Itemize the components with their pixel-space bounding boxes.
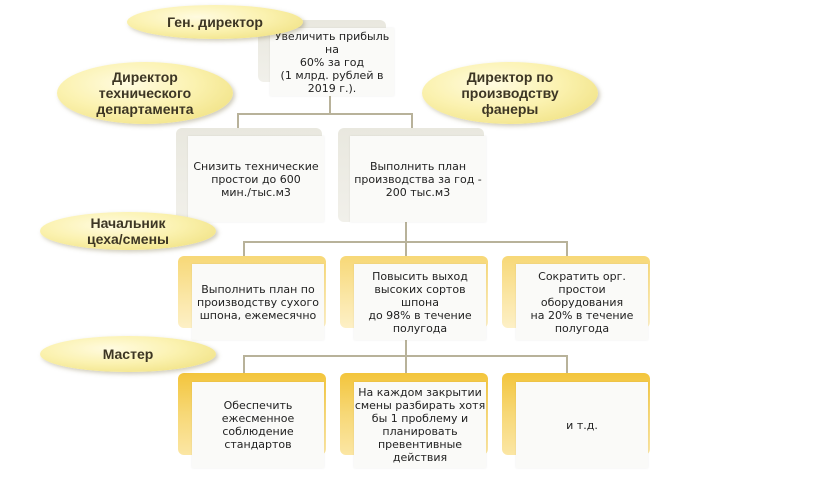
goal-box-shop-1: Выполнить план по производству сухого шп… [192, 264, 324, 340]
goal-text-shop-2: Повысить выход высоких сортов шпона до 9… [368, 269, 472, 335]
goal-text-master-3: и т.д. [566, 418, 598, 432]
connector [566, 241, 568, 256]
goal-box-plywood: Выполнить план производства за год - 200… [350, 136, 486, 222]
role-label-plywood-director: Директор по производству фанеры [461, 69, 559, 117]
goal-text-ceo: Увеличить прибыль на 60% за год (1 млрд.… [274, 29, 390, 95]
role-tech-director: Директор технического департамента [57, 62, 233, 124]
role-label-tech-director: Директор технического департамента [96, 69, 194, 117]
goal-box-master-2: На каждом закрытии смены разбирать хотя … [354, 382, 486, 468]
goal-box-shop-3: Сократить орг. простои оборудования на 2… [516, 264, 648, 340]
connector [405, 355, 407, 373]
goal-box-shop-2: Повысить выход высоких сортов шпона до 9… [354, 264, 486, 340]
goal-text-master-2: На каждом закрытии смены разбирать хотя … [354, 386, 486, 464]
goal-text-tech: Снизить технические простои до 600 мин./… [193, 159, 319, 199]
role-label-master: Мастер [102, 346, 154, 362]
goal-text-master-1: Обеспечить ежесменное соблюдение стандар… [221, 399, 295, 451]
role-master: Мастер [40, 336, 216, 372]
role-label-shop-head: Начальник цеха/смены [86, 215, 169, 247]
connector [237, 113, 239, 130]
connector [329, 96, 331, 114]
connector [405, 241, 407, 256]
goal-box-ceo: Увеличить прибыль на 60% за год (1 млрд.… [270, 28, 394, 96]
goal-text-shop-1: Выполнить план по производству сухого шп… [197, 282, 319, 322]
role-label-ceo: Ген. директор [167, 14, 263, 30]
connector [405, 340, 407, 356]
connector [411, 113, 413, 130]
connector [237, 113, 413, 115]
role-ceo: Ген. директор [127, 5, 303, 39]
goal-text-plywood: Выполнить план производства за год - 200… [354, 159, 482, 199]
role-plywood-director: Директор по производству фанеры [422, 62, 598, 124]
connector [405, 222, 407, 242]
goal-box-tech: Снизить технические простои до 600 мин./… [188, 136, 324, 222]
role-shop-head: Начальник цеха/смены [40, 212, 216, 250]
connector [243, 241, 245, 256]
goal-box-master-1: Обеспечить ежесменное соблюдение стандар… [192, 382, 324, 468]
connector [566, 355, 568, 373]
connector [243, 355, 245, 373]
goal-text-shop-3: Сократить орг. простои оборудования на 2… [530, 269, 634, 335]
goal-box-master-3: и т.д. [516, 382, 648, 468]
